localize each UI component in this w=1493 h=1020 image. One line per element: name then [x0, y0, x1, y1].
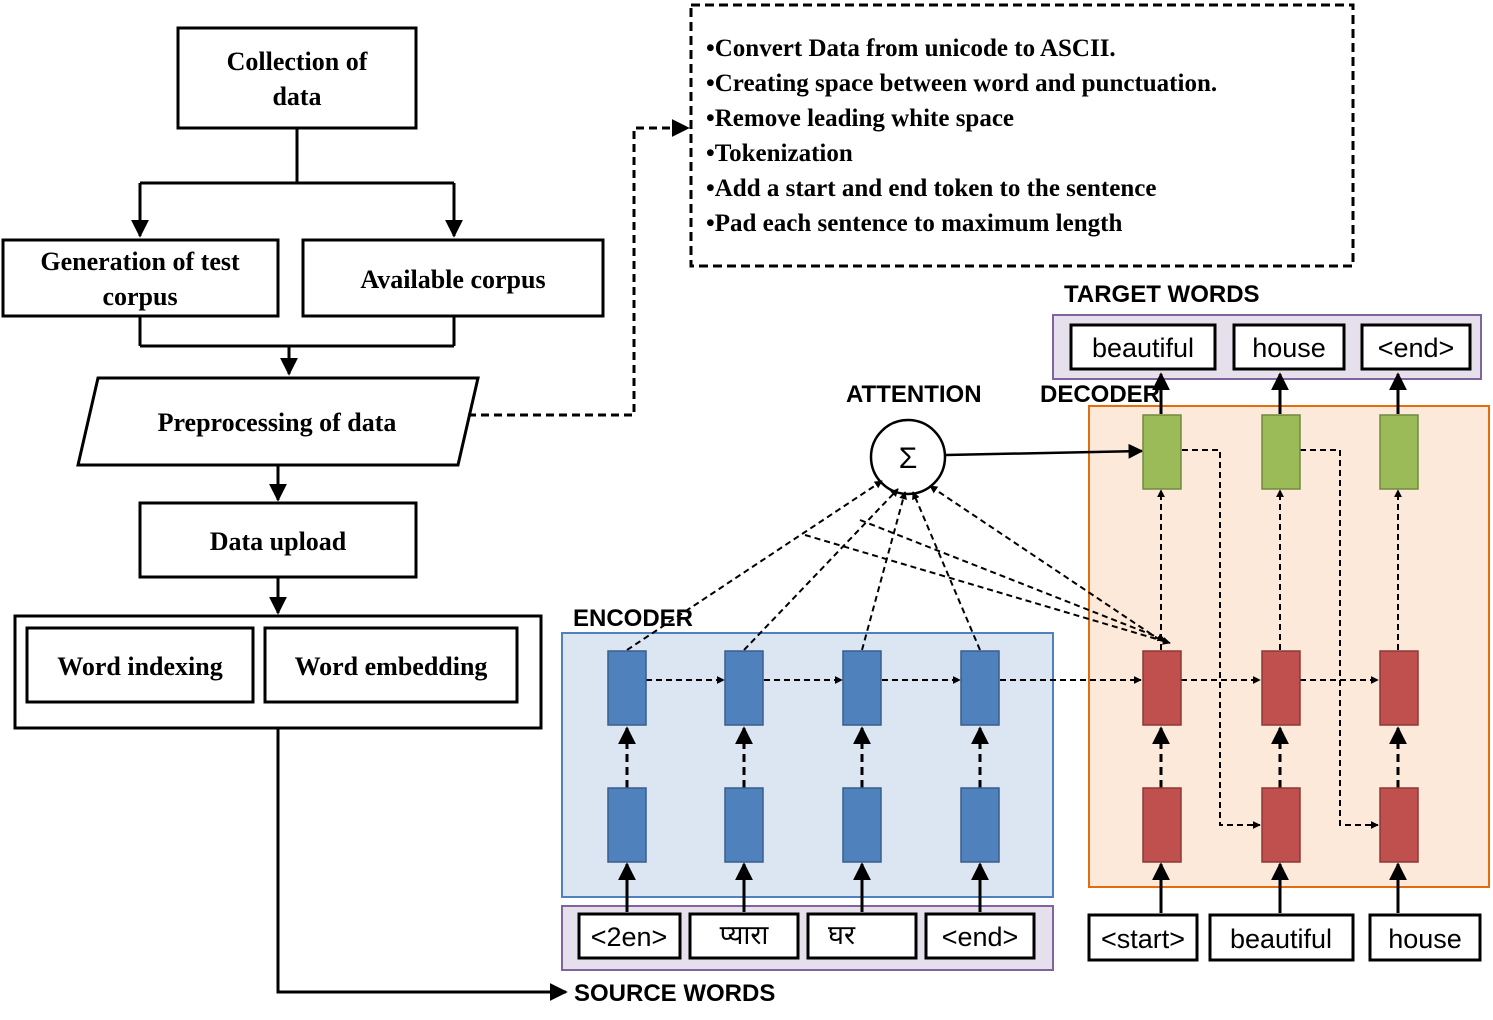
collection-label-line2: data — [272, 82, 321, 111]
output-cells — [1142, 414, 1419, 490]
connections — [618, 372, 1407, 913]
source-word: घर — [828, 920, 856, 950]
word-embedding-box — [263, 626, 519, 704]
encoder-cells — [607, 650, 1000, 863]
source-word-box — [806, 912, 918, 960]
decoder-cell — [1142, 650, 1182, 726]
encoder-cell — [724, 650, 764, 726]
collection-box — [176, 26, 418, 130]
source-word: <2en> — [591, 922, 668, 952]
step-item: •Creating space between word and punctua… — [706, 70, 1217, 97]
encoder-cell — [842, 787, 882, 863]
source-word-box — [577, 912, 682, 960]
decoder-input-word: beautiful — [1230, 924, 1332, 954]
target-word-box — [1360, 323, 1472, 371]
encoder-cell — [607, 650, 647, 726]
decoder-input-word: house — [1388, 924, 1462, 954]
target-word: <end> — [1378, 333, 1455, 363]
source-word: <end> — [942, 922, 1019, 952]
step-item: •Add a start and end token to the senten… — [706, 175, 1156, 202]
decoder-cell — [1142, 787, 1182, 863]
steps-dashed-box — [689, 3, 1355, 268]
step-item: •Convert Data from unicode to ASCII. — [706, 35, 1116, 62]
decoder-cell — [1379, 650, 1419, 726]
encoder-cell — [960, 650, 1000, 726]
encoder-cell — [607, 787, 647, 863]
output-cell — [1379, 414, 1419, 490]
encoder-cell — [842, 650, 882, 726]
word-indexing-label: Word indexing — [57, 652, 222, 681]
decoder-input-box — [1087, 913, 1199, 962]
encoder-cell — [724, 787, 764, 863]
split-connector — [131, 128, 463, 238]
source-word-box — [924, 912, 1036, 960]
decoder-input-box — [1208, 913, 1355, 962]
word-indexing-box — [25, 626, 255, 704]
seq2seq-model: TARGET WORDS ATTENTION DECODER ENCODER S… — [561, 281, 1490, 1007]
output-cell — [1261, 414, 1301, 490]
decoder-cell — [1261, 787, 1301, 863]
attention-node — [869, 418, 947, 496]
target-word: house — [1252, 333, 1326, 363]
source-words-label: SOURCE WORDS — [574, 980, 775, 1007]
step-item: •Pad each sentence to maximum length — [706, 210, 1122, 237]
attention-sigma: Σ — [899, 442, 918, 475]
decoder-cells — [1142, 650, 1419, 863]
merge-connector — [138, 316, 456, 376]
step-item: •Tokenization — [706, 140, 853, 167]
arrow-to-source-words — [276, 728, 568, 1001]
output-cell — [1142, 414, 1182, 490]
encoder-label: ENCODER — [573, 605, 693, 632]
target-word: beautiful — [1092, 333, 1194, 363]
test-corpus-label-line1: Generation of test — [40, 247, 240, 276]
preprocessing-steps: •Convert Data from unicode to ASCII. •Cr… — [689, 3, 1355, 268]
test-corpus-box — [1, 238, 280, 318]
source-word-box — [688, 912, 800, 960]
decoder-input-word: <start> — [1101, 924, 1185, 954]
step-item: •Remove leading white space — [706, 105, 1014, 132]
decoder-cell — [1379, 787, 1419, 863]
collection-label-line1: Collection of — [227, 47, 368, 76]
attention-label: ATTENTION — [846, 381, 982, 408]
target-word-box — [1069, 323, 1217, 371]
preprocessing-label: Preprocessing of data — [158, 408, 397, 437]
decoder-input-box — [1368, 913, 1482, 962]
word-embedding-label: Word embedding — [295, 652, 488, 681]
encoder-cell — [960, 787, 1000, 863]
available-corpus-label: Available corpus — [360, 265, 545, 294]
data-upload-label: Data upload — [210, 527, 347, 556]
decoder-label: DECODER — [1040, 381, 1160, 408]
flowchart: Collection of data Generation of test co… — [1, 26, 690, 1001]
preprocessing-parallelogram — [76, 376, 480, 467]
target-word-box — [1232, 323, 1346, 371]
dashed-link-to-steps — [468, 119, 690, 417]
test-corpus-label-line2: corpus — [102, 282, 177, 311]
decoder-cell — [1261, 650, 1301, 726]
target-words-label: TARGET WORDS — [1064, 281, 1260, 308]
source-word: प्यारा — [720, 920, 770, 950]
